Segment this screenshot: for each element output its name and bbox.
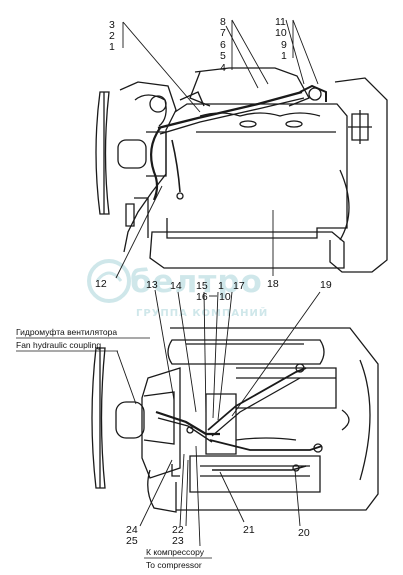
watermark-logo: белтро ГРУППА КОМПАНИЙ [87,259,268,319]
caption-fan-coupling-ru: Гидромуфта вентилятора [16,327,117,337]
callout-labels: 3 2 1 8 7 6 5 4 11 10 9 1 12 18 13 14 15… [95,16,332,547]
watermark-brand: белтро [130,264,263,300]
callout-9: 9 [281,39,287,51]
caption-compressor-ru: К компрессору [146,547,205,557]
callout-23: 23 [172,535,184,547]
valve-cover-1 [167,339,325,365]
fan-disc-bottom [91,347,106,489]
leader-lines [115,19,321,547]
watermark-subtitle: ГРУППА КОМПАНИЙ [136,306,268,319]
callout-20: 20 [298,527,310,539]
callout-7: 7 [220,27,226,39]
callout-21: 21 [243,524,255,536]
callout-15: 15 [196,280,208,292]
callout-17: 17 [233,280,245,292]
flange-gear [348,110,372,144]
callout-3: 3 [109,19,115,31]
callout-8: 8 [220,16,226,28]
engine-plan-view [91,327,379,513]
callout-10-lower: 10 [219,291,231,303]
engine-side-view [95,67,388,273]
callout-22: 22 [172,524,184,536]
caption-compressor-en: To compressor [146,560,202,570]
callout-13: 13 [146,279,158,291]
callout-1-top: 1 [109,41,115,53]
fan-hub-top [117,139,147,169]
callout-1-mid: 1 [281,50,287,62]
valve-cover-2 [189,455,321,493]
callout-25: 25 [126,535,138,547]
callout-11: 11 [275,16,286,28]
callout-5: 5 [220,50,226,62]
callout-1-lower: 1 [218,280,224,292]
callout-12: 12 [95,278,107,290]
callout-10-top: 10 [275,27,287,39]
fan-hub-bottom [115,401,145,439]
callout-19: 19 [320,279,332,291]
caption-fan-coupling-en: Fan hydraulic coupling [16,340,101,350]
callout-18: 18 [267,278,279,290]
callout-24: 24 [126,524,138,536]
callout-4: 4 [220,62,226,74]
callout-16: 16 [196,291,208,303]
callout-2: 2 [109,30,115,42]
oil-pan-top [149,231,345,269]
callout-6: 6 [220,39,226,51]
captions: Гидромуфта вентилятора Fan hydraulic cou… [16,327,212,570]
fan-disc-top [95,91,110,215]
callout-14: 14 [170,280,182,292]
